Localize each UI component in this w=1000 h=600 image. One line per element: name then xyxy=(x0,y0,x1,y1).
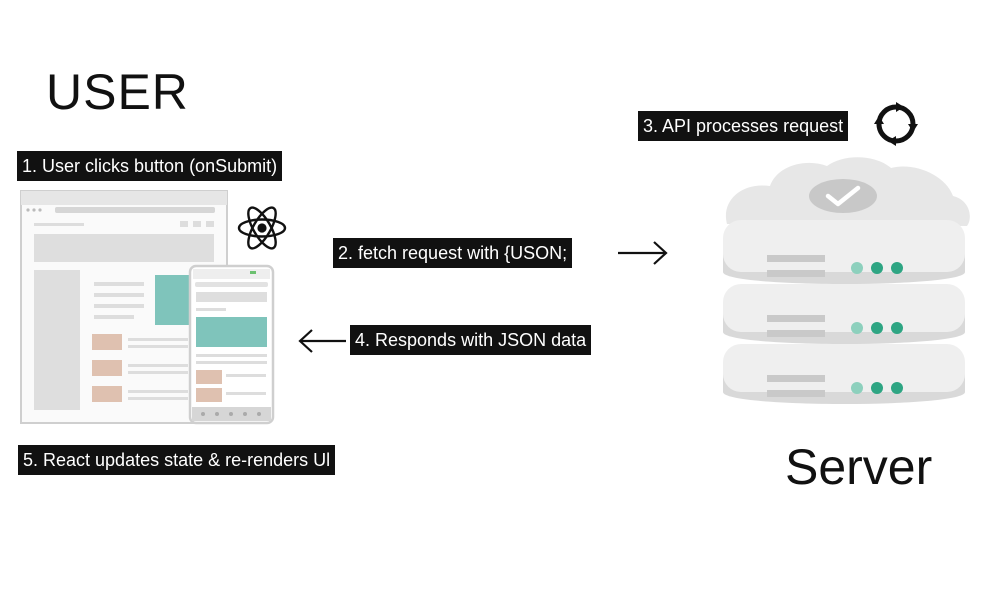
refresh-cycle-icon xyxy=(874,102,918,146)
server-status-lights xyxy=(851,262,903,394)
step-1-label: 1. User clicks button (onSubmit) xyxy=(17,151,283,181)
phone-illustration xyxy=(188,264,275,425)
step-5-label: 5. React updates state & re-renders Ul xyxy=(18,445,336,475)
cloud-check-icon xyxy=(725,157,970,226)
step-4-label: 4. Responds with JSON data xyxy=(350,325,592,355)
step-2-label: 2. fetch request with {USON; xyxy=(333,238,573,268)
arrow-right-icon xyxy=(618,241,668,265)
arrow-left-icon xyxy=(298,329,346,353)
server-heading: Server xyxy=(785,439,933,495)
react-atom-icon xyxy=(237,206,287,250)
user-heading: USER xyxy=(46,64,189,120)
server-illustration xyxy=(723,157,970,404)
step-3-label: 3. API processes request xyxy=(638,111,849,141)
